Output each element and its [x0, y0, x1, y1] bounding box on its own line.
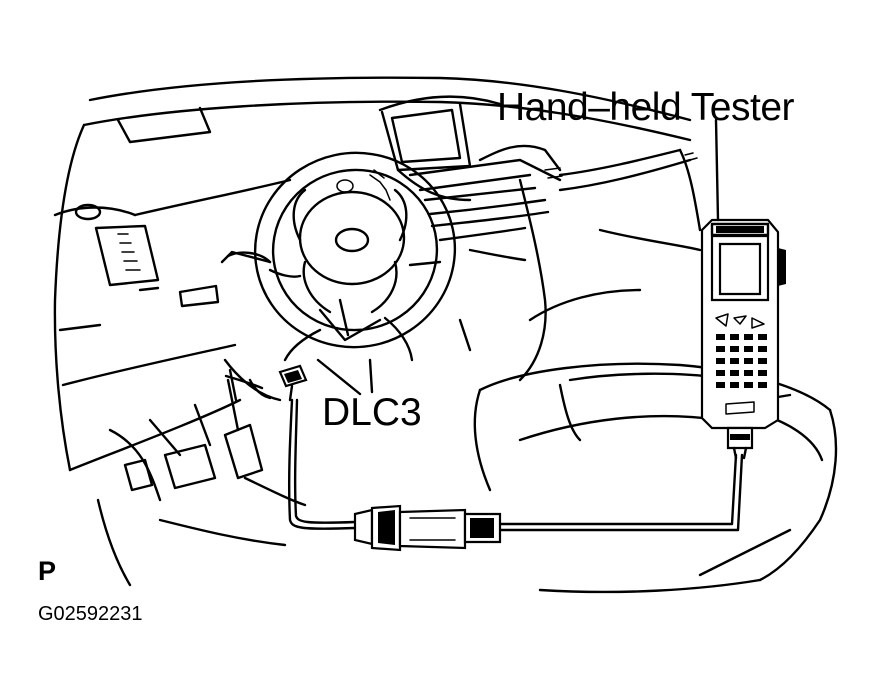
hand-held-tester — [700, 118, 786, 460]
hand-held-tester-label: Hand–held Tester — [497, 86, 795, 129]
tester-cable — [287, 398, 744, 532]
dlc3-connector — [278, 358, 374, 402]
steering-wheel — [220, 151, 457, 362]
cable-adapter — [353, 504, 502, 552]
tester-keypad — [715, 313, 767, 388]
figure-marker: P — [38, 556, 57, 586]
seat — [473, 362, 838, 594]
center-console — [378, 95, 702, 382]
figure-code: G02592231 — [38, 603, 143, 625]
dlc3-label: DLC3 — [322, 391, 422, 434]
dashboard — [53, 76, 692, 472]
pedals — [96, 378, 307, 587]
